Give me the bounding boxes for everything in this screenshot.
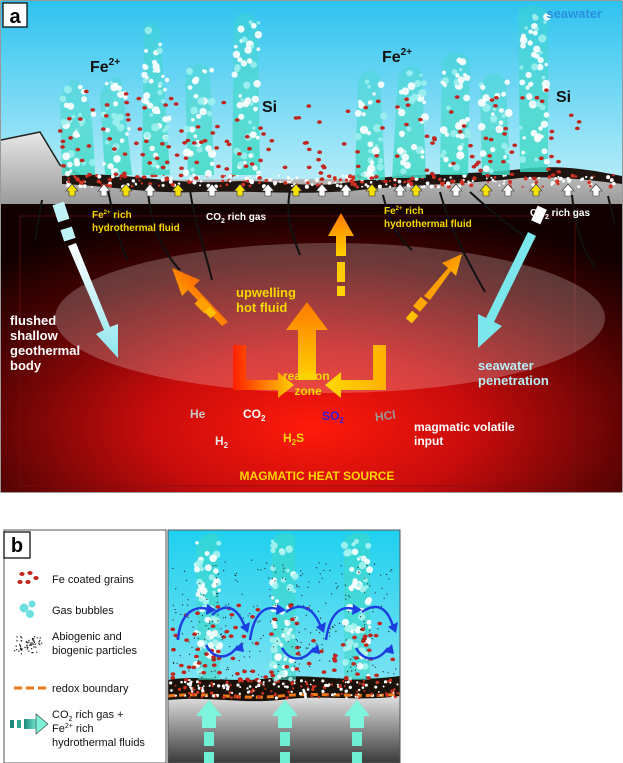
co2-left-label: CO2 rich gas xyxy=(206,212,266,225)
so2-label: SO2 xyxy=(322,409,344,425)
legend-gas-fluids: CO2 rich gas + Fe2+ rich hydrothermal fl… xyxy=(52,709,145,749)
reaction-zone-bracket-right xyxy=(325,345,386,398)
fe-grains-b xyxy=(170,603,396,682)
magmatic-input-label: magmatic volatile input xyxy=(414,420,518,448)
reaction-zone-bracket-left xyxy=(233,345,294,398)
legend-redox: redox boundary xyxy=(52,683,129,695)
flushed-body-label: flushed shallow geothermal body xyxy=(10,313,84,373)
legend-fe-grains-swatch xyxy=(17,571,39,584)
gas-bubbles-a xyxy=(59,13,551,180)
legend-fe-grains: Fe coated grains xyxy=(52,574,134,586)
seawater-penetration-label: seawater penetration xyxy=(478,358,549,388)
fe-grains-a xyxy=(57,88,582,184)
legend-particles-swatch xyxy=(13,636,43,655)
heat-source-label: MAGMATIC HEAT SOURCE xyxy=(240,469,395,483)
panel-b-redox-boundary xyxy=(167,692,401,699)
fe-right-label: Fe2+ xyxy=(382,47,412,66)
panel-a: a seawater Fe2+ Si Fe2+ Si Fe2+ rich hyd… xyxy=(0,0,623,493)
fe-left-label: Fe2+ xyxy=(90,57,120,76)
panel-b-label: b xyxy=(11,535,23,557)
circulation-arrows xyxy=(176,605,396,660)
sediment-speckles xyxy=(66,172,616,189)
hot-fluid-arrow-right xyxy=(405,254,462,324)
upwelling-label: upwelling hot fluid xyxy=(236,285,300,315)
particles-b xyxy=(169,559,399,700)
flushed-arrow xyxy=(52,201,118,358)
seawater-penetration-arrow xyxy=(478,205,547,348)
hcl-label: HCl xyxy=(374,408,396,425)
hot-fluid-arrow-center xyxy=(328,213,354,296)
panel-b: b Fe coated grains Gas bubbles Abiogenic… xyxy=(3,529,401,763)
si-right-label: Si xyxy=(556,89,571,106)
circulation-arrowheads xyxy=(206,604,398,654)
legend-gas-bubbles: Gas bubbles xyxy=(52,605,114,617)
vent-arrows xyxy=(65,183,603,197)
fluid-right-label: Fe2+ rich hydrothermal fluid xyxy=(384,206,472,230)
panel-a-label: a xyxy=(9,6,21,28)
seawater-label: seawater xyxy=(546,6,602,21)
he-label: He xyxy=(190,407,206,421)
si-left-label: Si xyxy=(262,99,277,116)
panel-b-fluid-arrows xyxy=(196,700,370,763)
upwelling-arrow xyxy=(286,302,328,380)
h2s-label: H2S xyxy=(283,431,304,447)
reaction-zone-label: reaction zone xyxy=(283,369,333,398)
h2-label: H2 xyxy=(215,434,229,450)
legend-particles: Abiogenic and biogenic particles xyxy=(52,631,137,657)
legend-gas-arrow-swatch xyxy=(10,713,49,735)
co2-gas-label: CO2 xyxy=(243,407,266,423)
co2-right-label: CO2 rich gas xyxy=(530,208,590,221)
hot-fluid-arrow-left xyxy=(172,268,228,326)
fluid-left-label: Fe2+ rich hydrothermal fluid xyxy=(92,210,180,234)
legend-gas-bubbles-swatch xyxy=(19,600,36,618)
